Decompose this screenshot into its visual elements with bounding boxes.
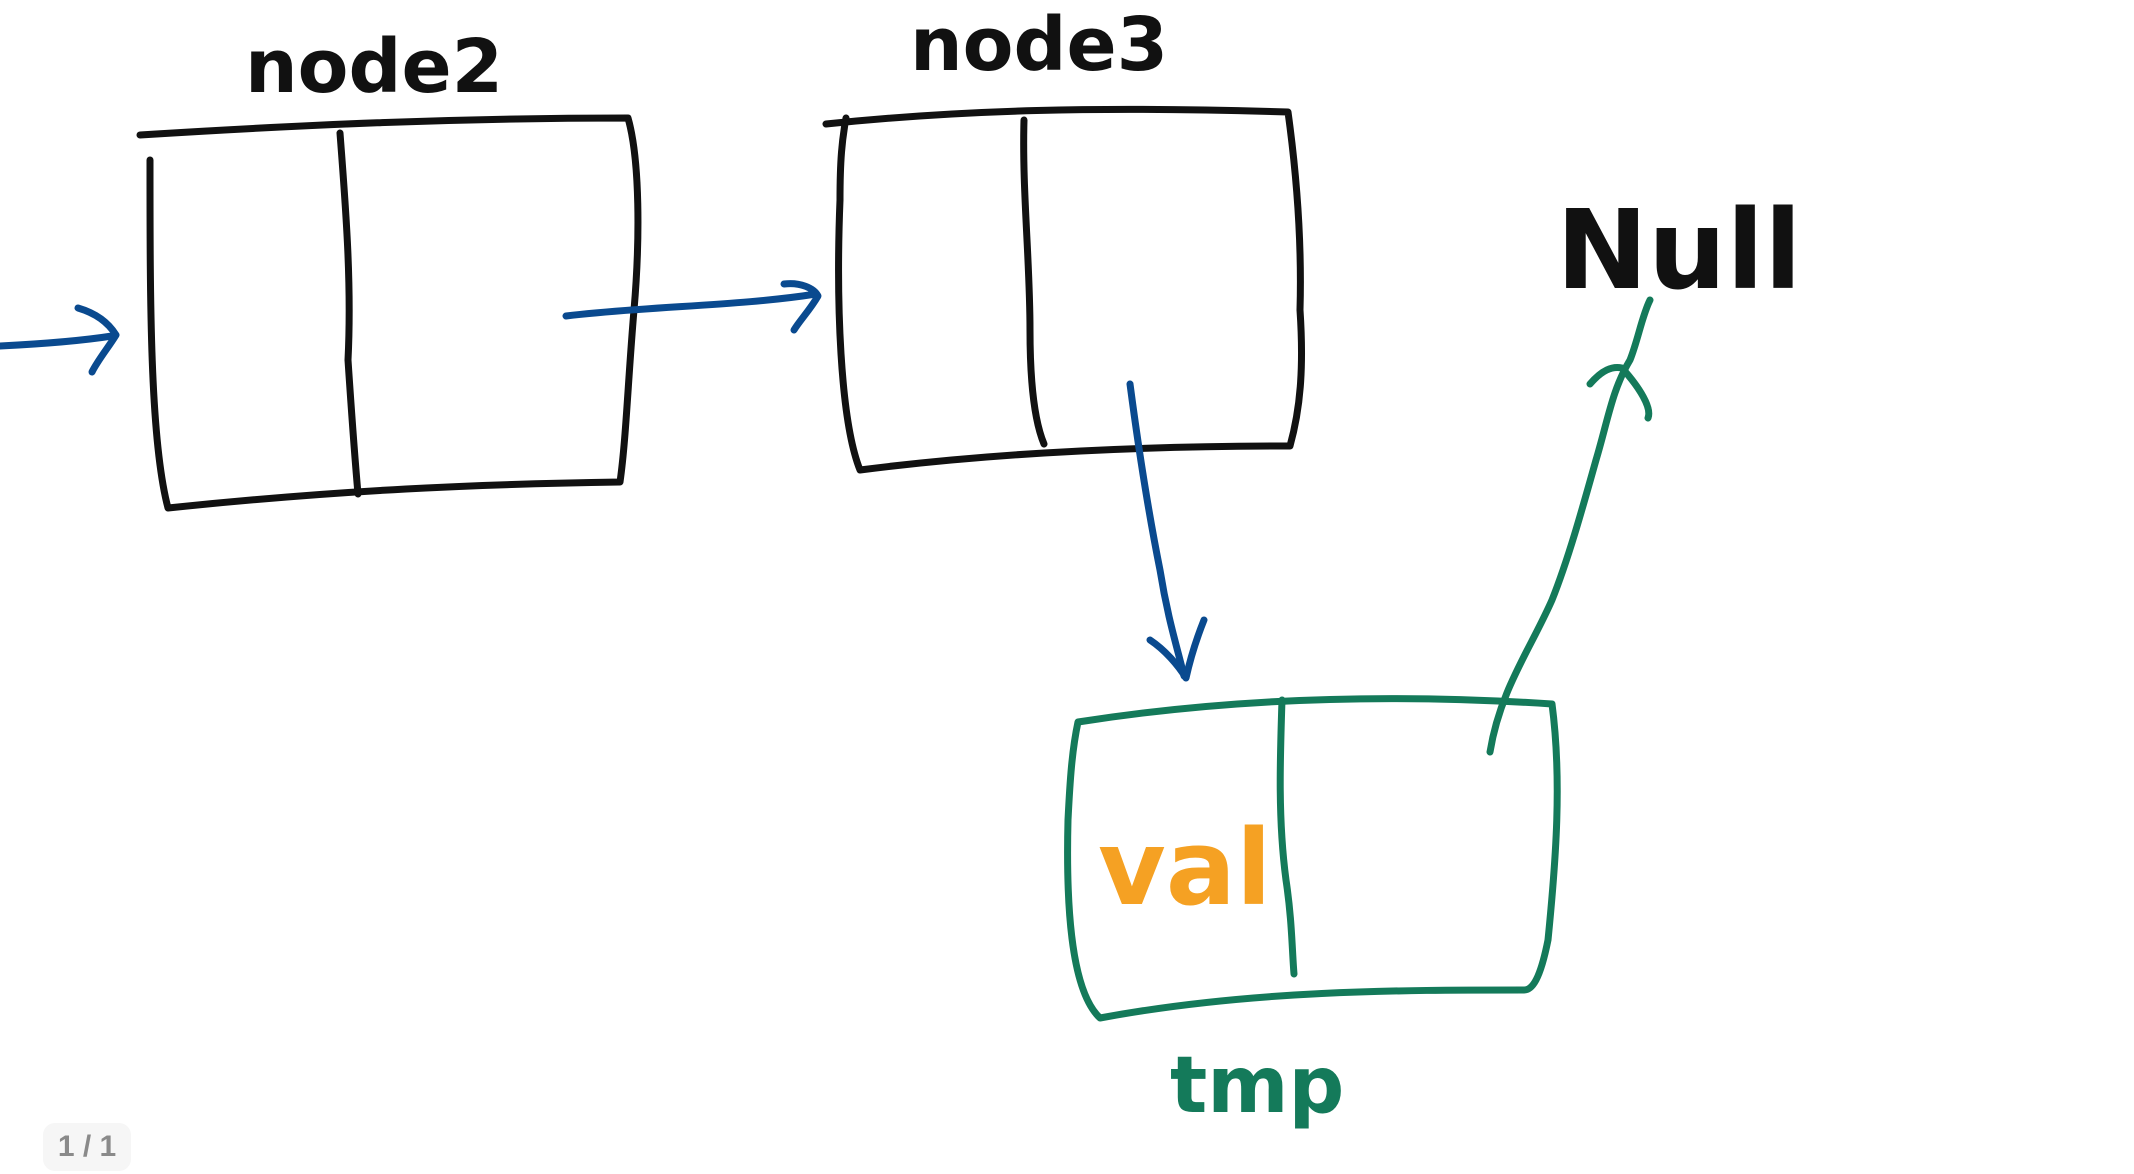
node2-box [136,114,642,512]
page-indicator: 1 / 1 [43,1123,131,1171]
node3-label: node3 [910,2,1168,88]
node2-label: node2 [245,24,503,110]
node3-box [822,105,1306,474]
node3-to-tmp-arrow [1126,380,1208,682]
tmp-to-null-arrow [1486,296,1654,756]
node2-to-node3-arrow [562,280,822,334]
tmp-box [1064,695,1561,1022]
val-label: val [1098,807,1272,929]
null-label: Null [1556,186,1802,314]
incoming-arrow [0,304,120,376]
tmp-label: tmp [1170,1041,1344,1131]
